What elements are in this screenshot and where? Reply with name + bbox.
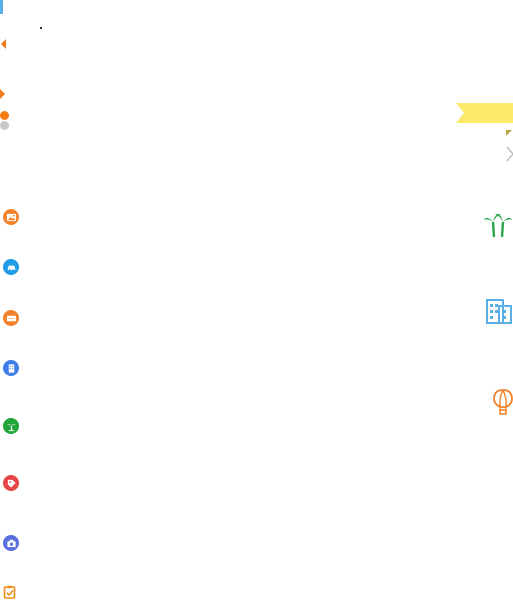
category-palm-tree-icon[interactable] — [3, 418, 19, 434]
carousel-prev-icon[interactable] — [1, 39, 6, 49]
category-building-icon[interactable] — [3, 360, 19, 376]
building-icon — [8, 363, 14, 373]
ribbon-fold — [506, 123, 512, 136]
category-tag-icon[interactable] — [3, 475, 19, 491]
carousel-indicator-inactive[interactable] — [0, 121, 9, 130]
carousel-next-icon[interactable] — [0, 89, 5, 99]
ticket-icon — [6, 315, 16, 321]
palm-trees-icon[interactable] — [483, 210, 513, 240]
category-photo-icon[interactable] — [3, 209, 19, 225]
top-accent-bar — [0, 0, 3, 14]
palm-tree-icon — [6, 423, 16, 431]
chevron-right-icon[interactable] — [505, 146, 513, 162]
category-camera-icon[interactable] — [3, 535, 19, 551]
carousel-indicator-active[interactable] — [0, 111, 9, 120]
photo-icon — [6, 213, 16, 221]
hotel-building-icon[interactable] — [484, 296, 513, 326]
category-car-icon[interactable] — [3, 259, 19, 275]
category-ticket-icon[interactable] — [3, 310, 19, 326]
hot-air-balloon-icon[interactable] — [490, 388, 513, 418]
camera-icon — [6, 539, 16, 547]
category-checklist-icon[interactable] — [3, 585, 17, 599]
car-icon — [7, 265, 15, 271]
promo-banner-ribbon[interactable] — [456, 103, 513, 123]
decor-dot — [40, 27, 42, 29]
checklist-icon — [3, 585, 16, 599]
tag-icon — [7, 479, 16, 488]
